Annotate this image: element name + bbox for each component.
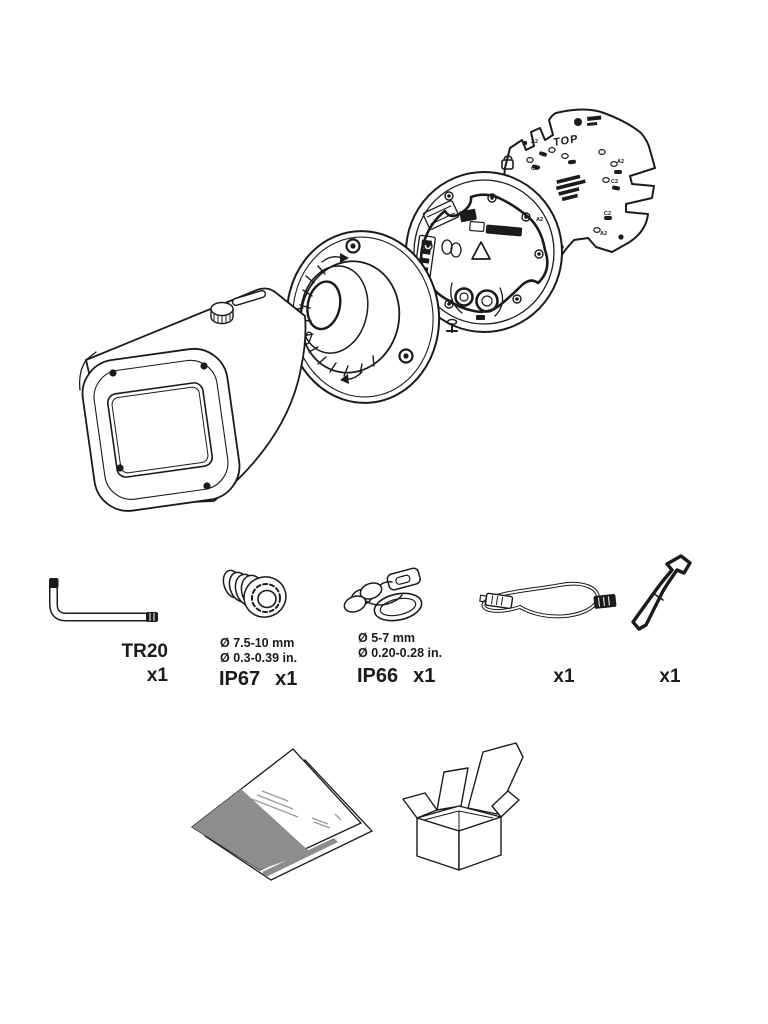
torx-key-qty: x1 bbox=[146, 665, 168, 686]
ip66-qty: x1 bbox=[413, 665, 436, 687]
plate-fine-print bbox=[555, 174, 586, 202]
torx-key-drawing bbox=[49, 578, 158, 622]
packaging-box-drawing bbox=[402, 742, 524, 871]
ip66-size-in: Ø 0.20-0.28 in. bbox=[358, 646, 443, 660]
plate-hole-label: A2 bbox=[600, 231, 608, 237]
cable-end bbox=[593, 593, 617, 609]
plate-hole-label: C2 bbox=[531, 166, 539, 172]
connection-module-drawing bbox=[405, 171, 563, 333]
cable-qty: x1 bbox=[553, 666, 575, 687]
screwdriver-drawing bbox=[631, 554, 692, 631]
screwdriver-qty: x1 bbox=[659, 666, 681, 687]
ip67-grommet-drawing bbox=[222, 569, 287, 618]
locking-collar-drawing bbox=[286, 253, 401, 384]
ip66-gland-drawing bbox=[343, 567, 423, 622]
ip67-rating: IP67 bbox=[219, 668, 261, 690]
camera-body-drawing bbox=[78, 287, 307, 512]
rj45-plug bbox=[479, 592, 514, 610]
ip66-size-mm: Ø 5-7 mm bbox=[358, 631, 415, 645]
thumbscrew bbox=[210, 289, 267, 325]
ip66-rating: IP66 bbox=[357, 665, 399, 687]
ip67-size-mm: Ø 7.5-10 mm bbox=[220, 636, 295, 650]
network-cable-drawing bbox=[479, 581, 617, 619]
torx-key-label: TR20 bbox=[121, 641, 168, 662]
ip67-qty: x1 bbox=[275, 668, 298, 690]
plate-hole-label: A2 bbox=[617, 159, 625, 165]
plate-hole-label: C2 bbox=[604, 211, 612, 217]
plate-hole-label: A2 bbox=[536, 217, 544, 223]
plate-hole-label: A2 bbox=[531, 139, 539, 145]
documents-drawing bbox=[190, 748, 374, 881]
plate-hole-label: C2 bbox=[611, 179, 619, 185]
plug-screw bbox=[446, 318, 458, 333]
ip67-size-in: Ø 0.3-0.39 in. bbox=[220, 651, 298, 665]
